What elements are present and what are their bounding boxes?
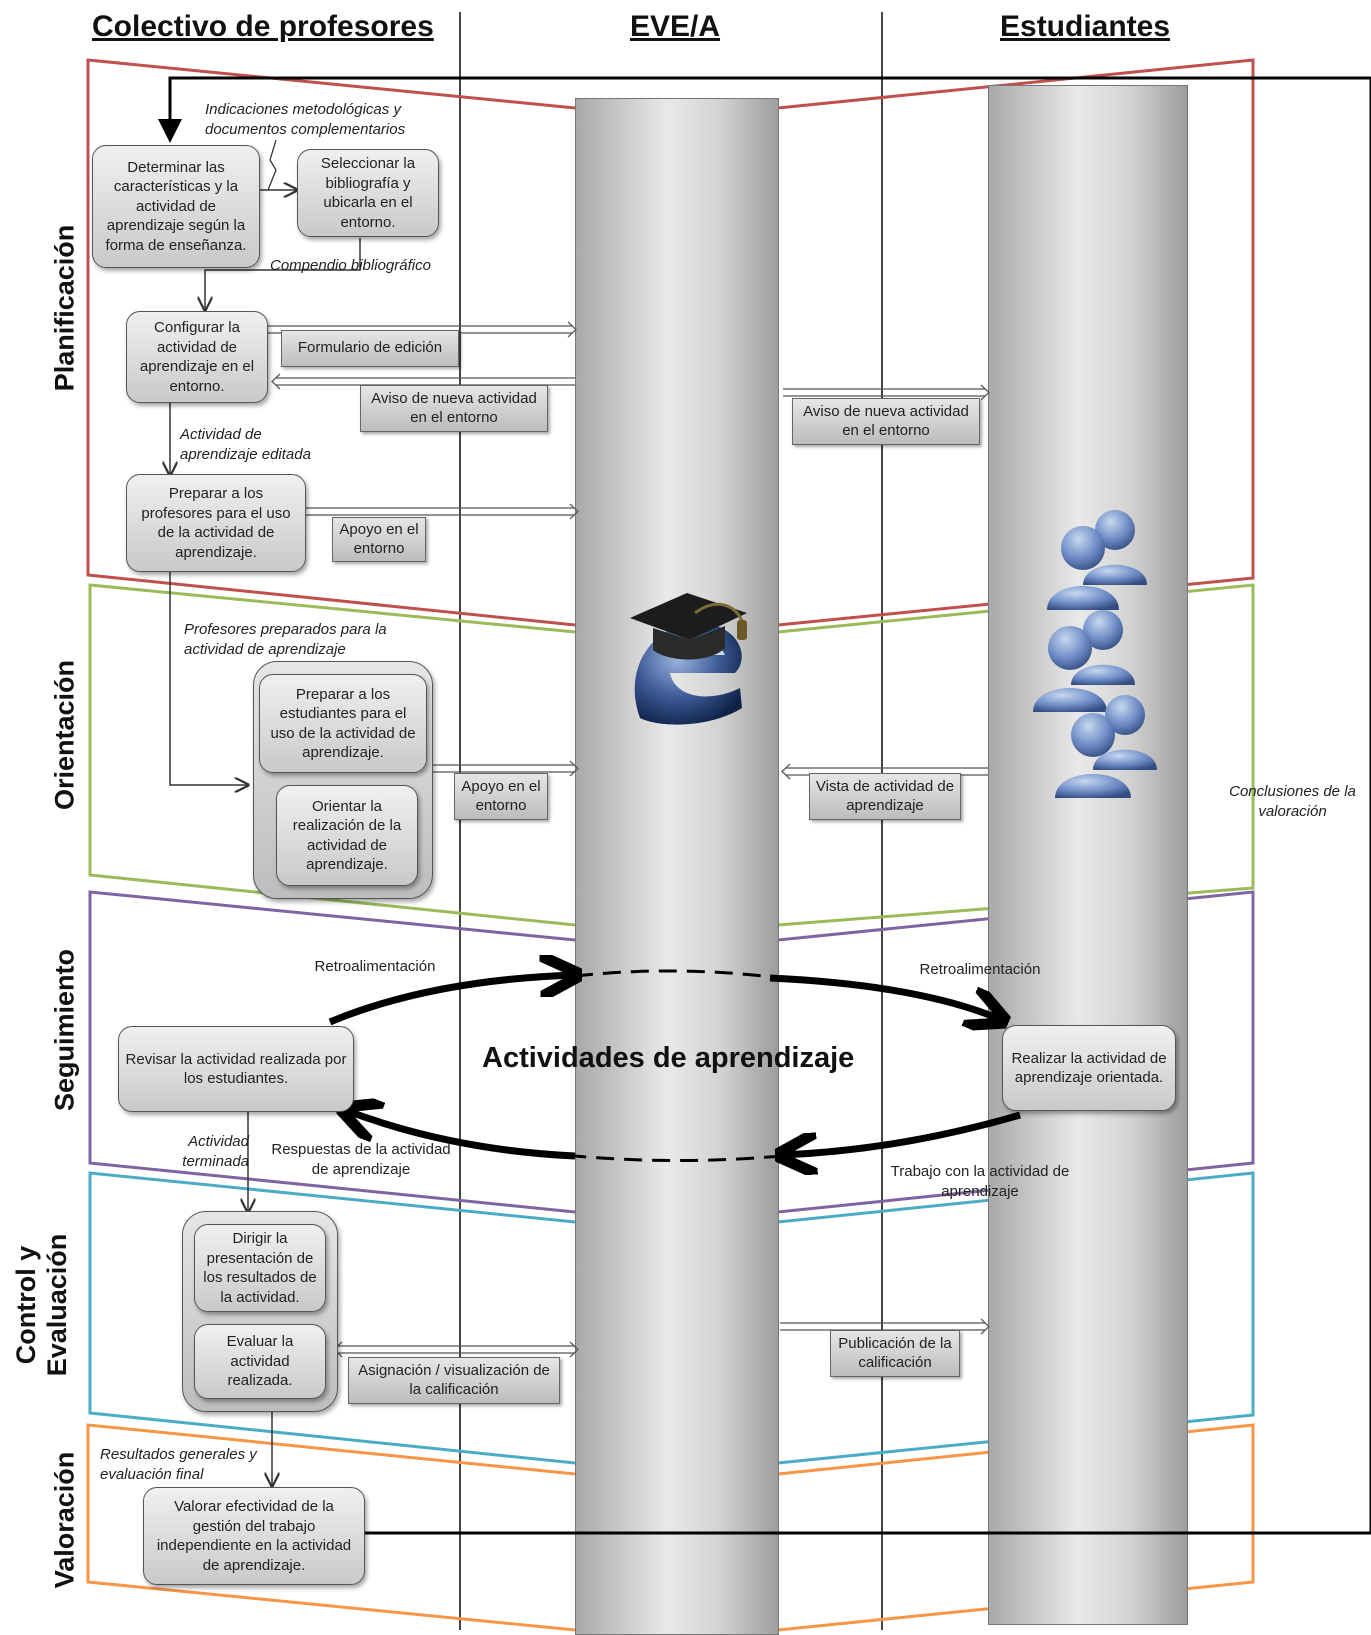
note-actividad-editada: Actividad de aprendizaje editada [180,426,311,463]
label-aviso-right: Aviso de nueva actividad en el entorno [792,398,980,445]
note-conclusiones: Conclusiones de la valoración [1229,783,1356,820]
people-group-3 [1055,695,1157,798]
brace-indicaciones [267,139,277,191]
note-actividad-terminada: Actividad terminada [182,1133,249,1170]
column-header-students: Estudiantes [1000,10,1171,43]
cycle-arrow-bottom-right [782,1111,1021,1155]
text-retro-right: Retroalimentación [919,961,1041,978]
column-header-platform: EVE/A [630,10,721,43]
label-aviso-left: Aviso de nueva actividad en el entorno [360,385,548,432]
note-indicaciones: Indicaciones metodológicas y documentos … [205,101,406,138]
box-preparar-estudiantes[interactable]: Preparar a los estudiantes para el uso d… [259,674,427,773]
box-revisar[interactable]: Revisar la actividad realizada por los e… [118,1026,354,1112]
center-title: Actividades de aprendizaje [482,1042,855,1074]
box-dirigir[interactable]: Dirigir la presentación de los resultado… [194,1224,326,1312]
box-preparar-profesores[interactable]: Preparar a los profesores para el uso de… [126,474,306,572]
note-resultados-generales: Resultados generales y evaluación final [100,1446,257,1483]
box-seleccionar[interactable]: Seleccionar la bibliografía y ubicarla e… [297,149,439,237]
label-formulario: Formulario de edición [281,330,459,367]
hollow-arrow-aviso-right [783,384,990,401]
graduation-cap-e-logo-icon [630,593,747,725]
label-vista: Vista de actividad de aprendizaje [809,773,961,820]
label-asignacion: Asignación / visualización de la calific… [348,1357,560,1404]
box-valorar[interactable]: Valorar efectividad de la gestión del tr… [143,1487,365,1585]
platform-pillar [575,98,779,1635]
text-retro-left: Retroalimentación [314,958,436,975]
people-group-1 [1047,510,1147,610]
hollow-arrow-asignacion [333,1341,579,1358]
box-orientar[interactable]: Orientar la realización de la actividad … [276,785,418,886]
cycle-arrow-top-left [328,975,575,1026]
cycle-dash-bottom [574,1154,783,1162]
people-group-icon [1033,510,1157,798]
note-profesores-preparados: Profesores preparados para la actividad … [184,621,387,658]
box-configurar[interactable]: Configurar la actividad de aprendizaje e… [126,311,268,403]
box-determinar[interactable]: Determinar las características y la acti… [92,145,260,268]
hollow-arrow-apoyo1 [305,503,579,520]
arrow-preparar-orientacion [169,571,248,785]
box-realizar[interactable]: Realizar la actividad de aprendizaje ori… [1002,1025,1176,1111]
label-apoyo-2: Apoyo en el entorno [454,773,548,820]
cycle-dash-top [574,969,781,980]
arrow-seleccionar-configurar [205,238,361,310]
loop-back-line [158,76,1371,1535]
label-publicacion: Publicación de la calificación [830,1330,960,1377]
text-respuestas: Respuestas de la actividad de aprendizaj… [271,1141,451,1178]
text-trabajo: Trabajo con la actividad de aprendizaje [890,1163,1070,1200]
column-header-teachers: Colectivo de profesores [92,10,434,43]
hollow-arrow-apoyo2 [432,760,579,777]
label-apoyo-1: Apoyo en el entorno [332,517,426,562]
cycle-arrow-top-right [769,974,1002,1020]
cycle-arrow-bottom-left [345,1110,576,1160]
people-group-2 [1033,610,1135,712]
box-evaluar[interactable]: Evaluar la actividad realizada. [194,1324,326,1399]
students-pillar [988,85,1188,1625]
note-compendio: Compendio bibliográfico [270,257,431,274]
